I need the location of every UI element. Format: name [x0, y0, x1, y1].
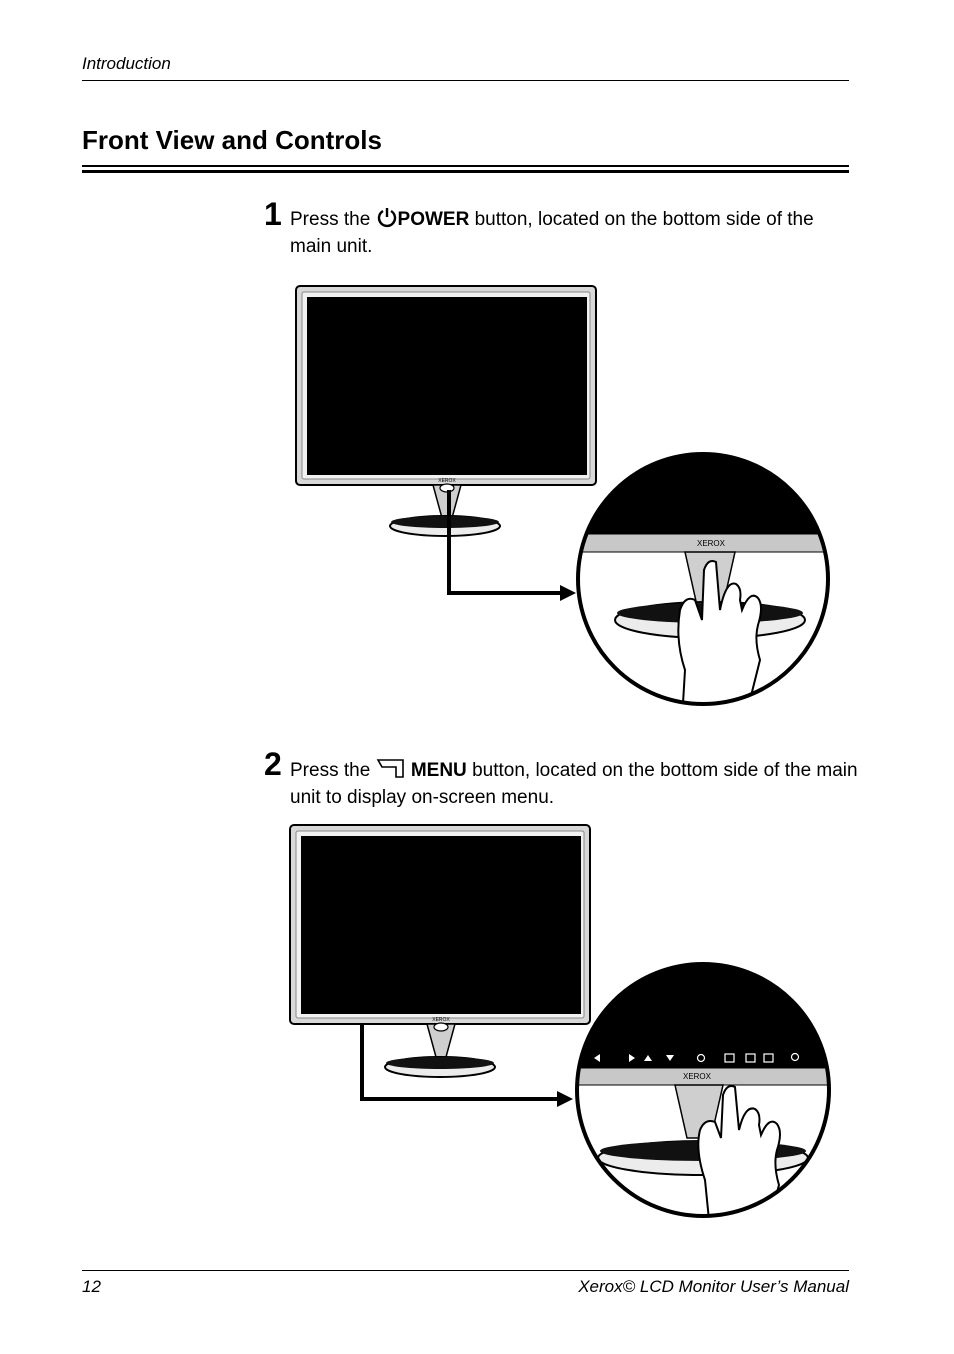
step-1-text: Press the POWER button, located on the b… [290, 206, 860, 259]
control-icons-row [594, 1052, 800, 1063]
page-title: Front View and Controls [82, 125, 382, 155]
zoom-detail-1: XEROX [576, 452, 830, 706]
zoom-2-logo: XEROX [683, 1072, 712, 1081]
step-1-button-label: POWER [397, 209, 470, 230]
power-icon [376, 206, 398, 235]
header-rule [82, 80, 849, 81]
pointer-arrow-1 [447, 490, 576, 601]
pointer-arrow-2 [360, 1025, 573, 1107]
step-2-text: Press the MENU button, located on the bo… [290, 757, 860, 810]
zoom-1-logo: XEROX [697, 539, 726, 548]
step-2-button-label: MENU [410, 760, 467, 781]
title-rule-bottom [82, 170, 849, 173]
step-2-text-after: button, located on the bottom side of th… [290, 760, 858, 808]
step-1-text-before: Press the [290, 209, 371, 230]
step-1-illustration: XEROX XEROX [295, 285, 830, 706]
monitor-1: XEROX [295, 285, 597, 537]
manual-title: Xerox© LCD Monitor User’s Manual [578, 1277, 849, 1296]
monitor-1-logo: XEROX [438, 478, 456, 484]
step-2-text-before: Press the [290, 760, 371, 781]
zoom-detail-2: XEROX [575, 962, 831, 1218]
step-1-number: 1 [264, 196, 282, 232]
monitor-2: XEROX [289, 824, 591, 1078]
running-header: Introduction [82, 54, 171, 73]
title-rule-top [82, 165, 849, 167]
monitor-2-logo: XEROX [432, 1017, 450, 1023]
page-number: 12 [82, 1277, 101, 1296]
step-2-illustration: XEROX X [289, 824, 831, 1218]
menu-icon [376, 757, 406, 786]
footer-rule [82, 1270, 849, 1271]
step-1-text-after: button, located on the bottom side of th… [290, 209, 814, 257]
step-2-number: 2 [264, 746, 282, 782]
